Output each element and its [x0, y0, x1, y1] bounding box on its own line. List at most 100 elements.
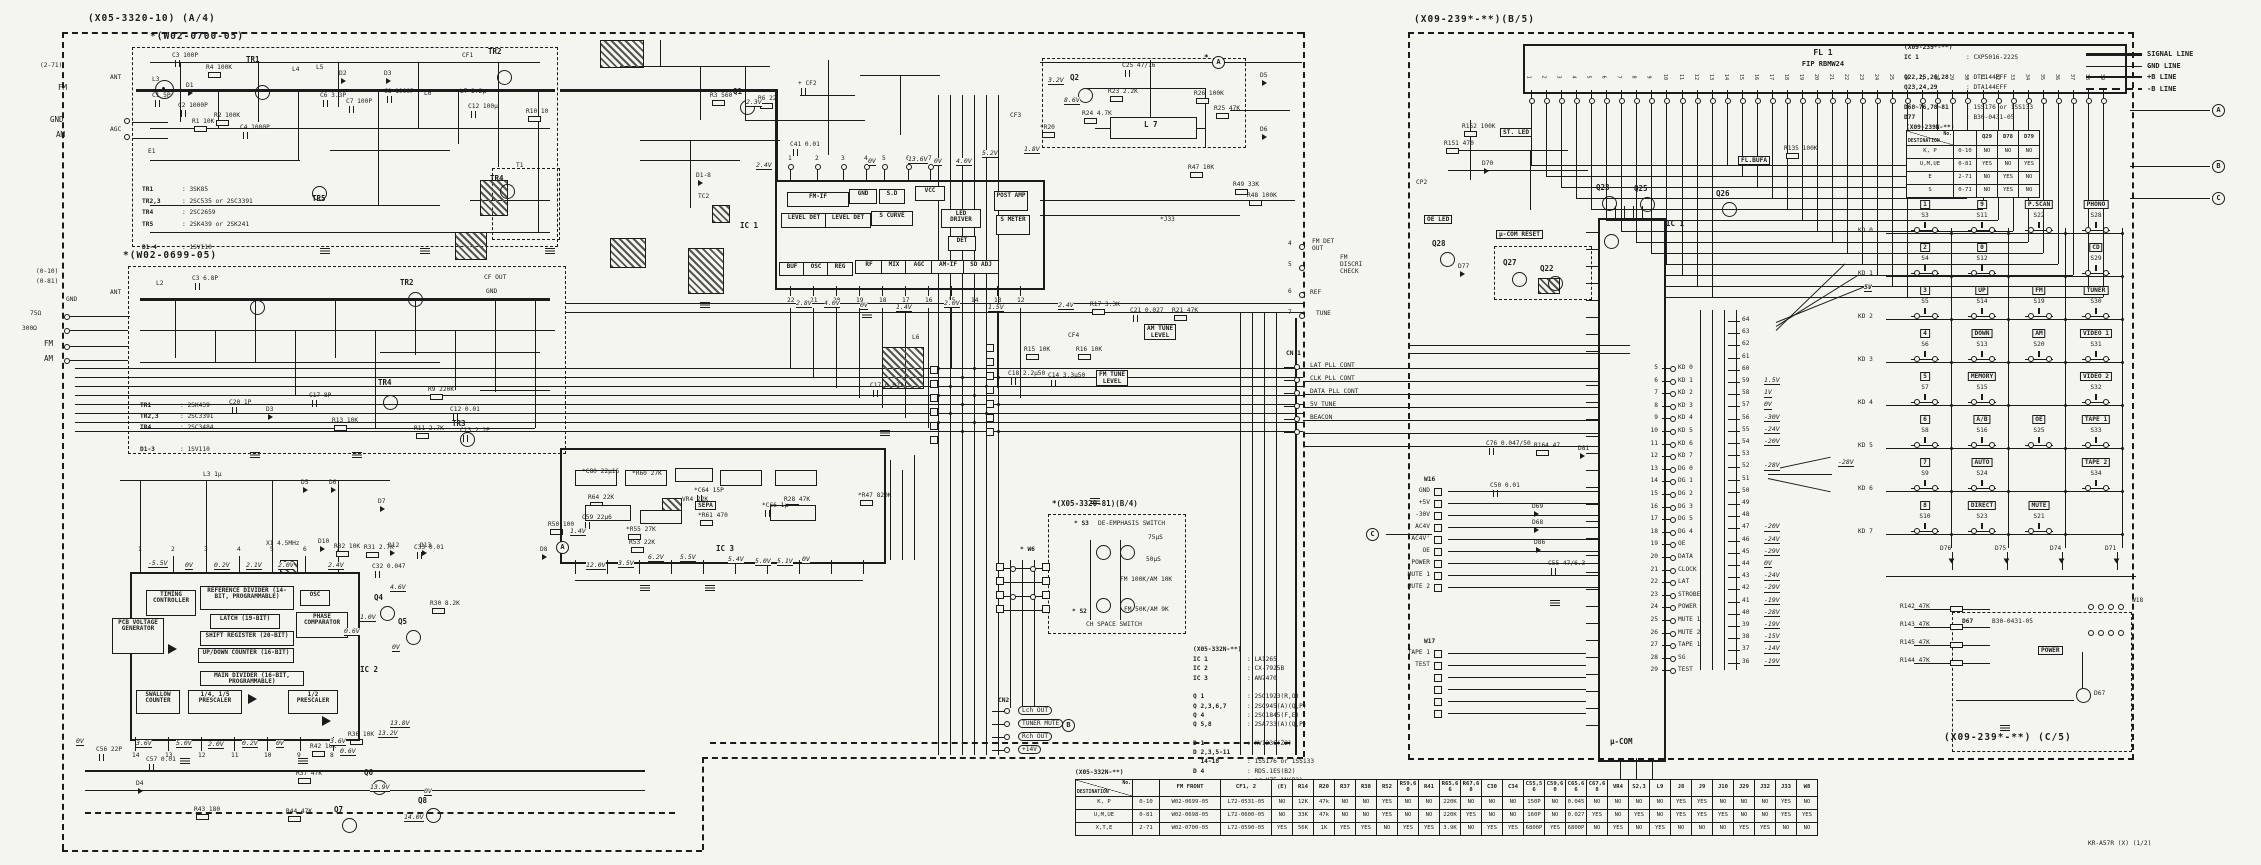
schematic-label: C41 0.01	[790, 141, 820, 148]
wire	[1711, 102, 1713, 297]
wire	[1620, 758, 1621, 798]
bottom-table-cell: YES	[1503, 822, 1524, 835]
wire	[1911, 273, 1939, 274]
dest-table-cell: NO	[1977, 171, 1998, 184]
fl1-pin-number: 29	[1948, 73, 1955, 81]
ladder-pin-number: 59	[1742, 377, 1750, 384]
schematic-label: A	[556, 541, 569, 554]
w17-pin	[1434, 686, 1442, 694]
transistor-symbol	[1440, 252, 1455, 267]
junction-dot	[2007, 490, 2010, 493]
ic1-function-block: VCC	[915, 186, 945, 201]
connector-pin	[986, 372, 994, 380]
fl1-pin-number: 37	[2068, 73, 2075, 81]
resistor-symbol	[1196, 98, 1209, 104]
junction-dot	[985, 412, 988, 415]
schematic-label: TR4	[490, 174, 504, 183]
schematic-label: 5.1V	[777, 557, 793, 567]
matrix-key-designator: S10	[1919, 513, 1931, 520]
wire	[863, 560, 864, 574]
connector-pin	[986, 400, 994, 408]
matrix-key-cap: 7	[1920, 458, 1930, 468]
wire	[1911, 488, 1939, 489]
ground-symbol	[250, 452, 260, 458]
wire	[132, 138, 168, 139]
connector-pin	[930, 380, 938, 388]
schematic-label: D12	[388, 542, 400, 549]
connector-pin	[996, 591, 1004, 599]
resistor-symbol	[432, 608, 445, 614]
dest-table-cell: U,M,UE	[1907, 158, 1954, 171]
schematic-label: -5.5V	[148, 559, 168, 569]
bottom-table-cell: YES	[1545, 822, 1566, 835]
schematic-label: R3 560	[710, 92, 733, 99]
fl1-pin	[1799, 98, 1806, 104]
schematic-label: R9 220K	[428, 386, 455, 393]
ic2-function-block: TIMING CONTROLLER	[146, 590, 196, 616]
wire	[1586, 504, 1598, 505]
board-b5-outline	[1408, 32, 2134, 760]
wire	[1728, 650, 1740, 652]
parts-list-ref: 14-18	[1193, 758, 1220, 766]
fl1-pin-number: 4	[1570, 75, 1577, 79]
parts-list-ref: D77	[1904, 114, 1916, 121]
switch-contact	[2103, 270, 2109, 276]
wire	[75, 386, 1303, 387]
wire	[2082, 273, 2110, 274]
bottom-table-cell: NO	[1419, 796, 1440, 809]
schematic-label: C21 0.027	[1130, 307, 1164, 314]
wire	[1040, 200, 1295, 201]
schematic-label: FM 50K/AM 9K	[1124, 606, 1169, 613]
wire	[1561, 90, 1563, 98]
dest-table-header-cell: D78	[1998, 131, 2019, 145]
wire	[495, 298, 496, 392]
capacitor-symbol	[417, 552, 422, 559]
wire	[2012, 90, 2014, 98]
schematic-label: R17 3.3K	[1090, 301, 1120, 308]
schematic-label: AGC	[110, 126, 122, 133]
matrix-key-designator: S30	[2090, 298, 2102, 305]
bottom-table-header-cell: J29	[1734, 780, 1755, 796]
resistor-symbol	[1950, 606, 1963, 612]
parts-list-value: : CX-7925B	[1247, 665, 1285, 673]
switch-contact	[2103, 227, 2109, 233]
wire	[2038, 351, 2040, 357]
schematic-label: D6	[329, 479, 337, 486]
ic1-pin-number: 6	[906, 155, 910, 162]
wire	[1621, 102, 1623, 231]
schematic-label: 0V	[424, 787, 432, 797]
schematic-label: 5.4V	[728, 555, 744, 565]
micom-pin	[1670, 655, 1676, 662]
bottom-table-cell: NO	[1545, 809, 1566, 822]
ic-pin	[788, 164, 794, 170]
schematic-label: R1 10K	[192, 118, 215, 125]
wire	[1636, 758, 1637, 798]
fl1-pin	[1754, 98, 1761, 104]
micom-pin	[1670, 529, 1676, 536]
wire	[690, 140, 691, 208]
parts-list-value: : 2SC2659	[182, 209, 216, 216]
wire	[775, 89, 778, 180]
wire	[418, 62, 419, 128]
schematic-label: R31 2.7K	[364, 544, 394, 551]
dest-table-cell: S	[1907, 184, 1954, 197]
schematic-label: Q5	[398, 617, 408, 626]
wire	[1591, 90, 1593, 98]
schematic-label: R28 47K	[784, 496, 811, 503]
ic1-function-block: S METER	[996, 215, 1030, 235]
schematic-label: 6.2V	[648, 553, 664, 563]
wire	[1284, 432, 1294, 433]
wire	[951, 308, 952, 368]
bottom-table-cell: NO	[1713, 822, 1734, 835]
wire	[1816, 90, 1818, 98]
schematic-label: *(W02-0699-05)	[123, 250, 218, 261]
schematic-label: C57 0.01	[146, 756, 176, 763]
resistor-symbol	[196, 814, 209, 820]
schematic-label: D3	[266, 406, 274, 413]
wire	[1408, 381, 1598, 382]
junction-dot	[961, 376, 964, 379]
ladder-pin-number: 62	[1742, 340, 1750, 348]
matrix-key-cap: 5	[1920, 372, 1930, 382]
